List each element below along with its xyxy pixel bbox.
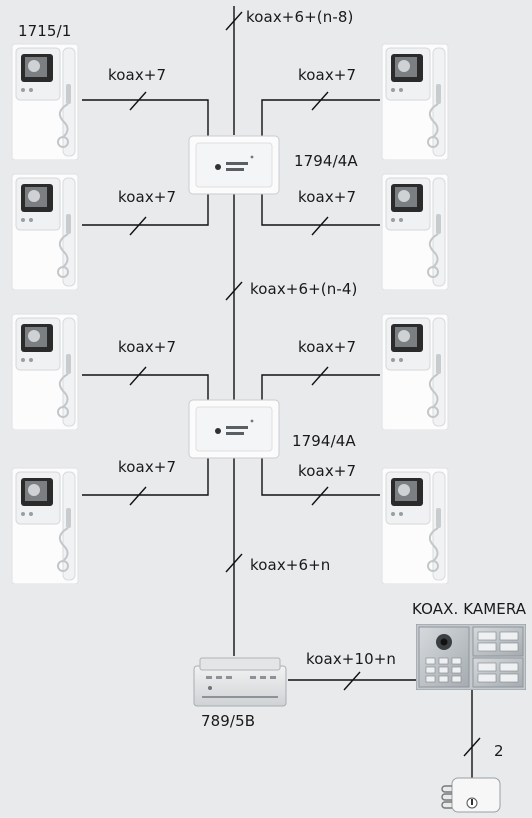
branch-wire-4	[261, 194, 380, 226]
distributor-box-icon	[188, 399, 280, 459]
branch-label-3: koax+7	[118, 188, 177, 206]
video-monitor-icon	[8, 312, 82, 430]
power-bus-label: koax+10+n	[306, 650, 397, 668]
distributor-1-label: 1794/4A	[294, 152, 358, 170]
video-monitor-icon	[378, 312, 452, 430]
outdoor-camera-panel-icon	[416, 624, 526, 690]
video-monitor-icon	[378, 466, 452, 584]
distributor-2-label: 1794/4A	[292, 432, 356, 450]
video-monitor-icon	[378, 42, 452, 160]
branch-wire-6	[82, 458, 209, 496]
branch-wire-5	[82, 374, 209, 400]
branch-wire-8	[261, 458, 380, 496]
top-bus-label: koax+6+(n-8)	[246, 8, 354, 26]
branch-wire-2	[82, 194, 209, 226]
mid-bus-label: koax+6+(n-4)	[250, 280, 358, 298]
power-supply-icon	[193, 657, 287, 707]
branch-wire-3	[261, 99, 380, 136]
monitor-model-label: 1715/1	[18, 22, 72, 40]
branch-wire-7	[261, 374, 380, 400]
branch-label-1: koax+7	[108, 66, 167, 84]
distributor-box-icon	[188, 135, 280, 195]
branch-wire-1	[82, 99, 209, 136]
branch-label-8: koax+7	[298, 462, 357, 480]
power-supply-label: 789/5B	[201, 712, 256, 730]
branch-label-7: koax+7	[118, 458, 177, 476]
branch-label-2: koax+7	[298, 66, 357, 84]
video-monitor-icon	[378, 172, 452, 290]
lock-bus-label: 2	[494, 742, 504, 760]
video-monitor-icon	[8, 172, 82, 290]
camera-panel-label: KOAX. KAMERA	[412, 600, 527, 618]
bottom-bus-label: koax+6+n	[250, 556, 331, 574]
branch-label-5: koax+7	[118, 338, 177, 356]
branch-label-4: koax+7	[298, 188, 357, 206]
branch-label-6: koax+7	[298, 338, 357, 356]
video-monitor-icon	[8, 466, 82, 584]
electric-lock-icon	[441, 777, 501, 813]
video-monitor-icon	[8, 42, 82, 160]
